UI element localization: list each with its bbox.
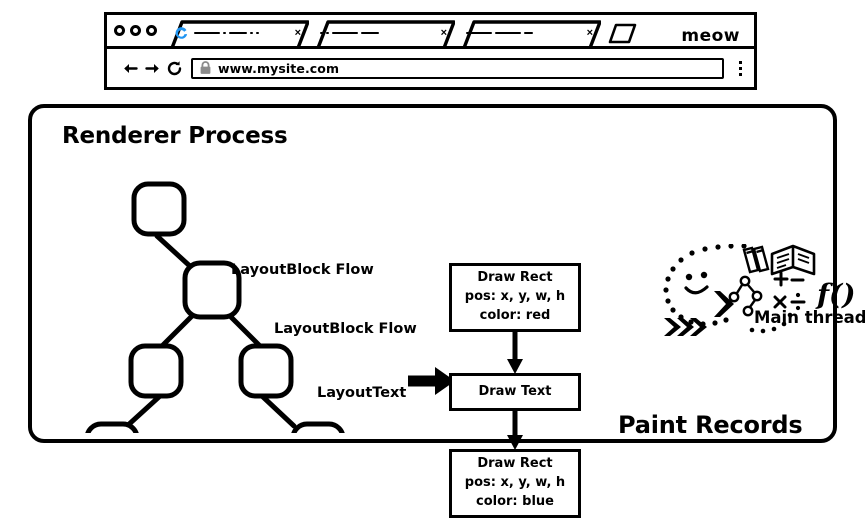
tab-1-close-icon[interactable]: × [294, 26, 301, 39]
tree-node-root [131, 181, 187, 237]
padlock-icon [199, 61, 212, 75]
browser-window: × × [104, 12, 757, 90]
paint-record-line: pos: x, y, w, h [464, 475, 566, 491]
browser-tab-strip: × × [107, 15, 754, 49]
paint-flow-arrow-1 [506, 331, 524, 375]
page-title: Renderer Process [62, 123, 288, 149]
smiley-face-icon [684, 271, 709, 295]
main-thread-illustration: f() [662, 244, 865, 342]
paint-records-heading: Paint Records [618, 411, 803, 439]
tab-2-close-icon[interactable]: × [440, 26, 447, 39]
tree-label-layoutblock-flow-2: LayoutBlock Flow [274, 321, 417, 337]
browser-tab-3[interactable]: × [453, 20, 601, 46]
tabs-area: × × [161, 15, 754, 46]
books-icon [742, 245, 770, 274]
svg-text:f(): f() [815, 278, 856, 311]
browser-tab-1[interactable]: × [161, 20, 309, 46]
node-tree-icon [728, 275, 763, 317]
new-tab-icon[interactable] [603, 23, 637, 44]
tab-2-title [320, 27, 436, 39]
back-arrow-icon[interactable] [119, 57, 141, 79]
paint-record-draw-rect-blue: Draw Rect pos: x, y, w, h color: blue [449, 449, 581, 518]
function-fx-icon: f() [815, 278, 856, 311]
renderer-process-panel: Renderer Process LayoutBlock Flow Layout… [28, 104, 865, 518]
paint-record-line: Draw Rect [477, 270, 553, 286]
main-thread-label: Main thread [754, 308, 865, 327]
paint-record-draw-text: Draw Text [449, 373, 581, 411]
browser-tab-2[interactable]: × [307, 20, 455, 46]
dotted-blob-face-icon [663, 244, 747, 327]
paint-record-line: Draw Text [478, 383, 552, 399]
math-symbols-icon [773, 271, 806, 311]
tree-node-block-2 [128, 343, 184, 399]
paint-record-line: color: red [479, 307, 551, 323]
layout-tree-diagram [82, 168, 402, 433]
right-arrow-icon [408, 366, 456, 396]
tree-label-layoutblock-flow-1: LayoutBlock Flow [231, 262, 374, 278]
reload-icon[interactable] [163, 57, 185, 79]
tree-label-layouttext: LayoutText [317, 385, 407, 401]
paint-record-line: Draw Rect [477, 456, 553, 472]
paint-record-line: color: blue [476, 493, 554, 509]
paint-record-line: pos: x, y, w, h [464, 289, 566, 305]
tree-node-text-2 [291, 421, 345, 433]
forward-arrow-icon[interactable] [141, 57, 163, 79]
chevrons-right-icon [664, 318, 707, 336]
tree-node-block-3 [238, 343, 294, 399]
tree-node-block-1 [182, 260, 242, 320]
browser-toolbar: www.mysite.com [107, 49, 754, 90]
paint-flow-arrow-2 [506, 409, 524, 453]
window-dot-1[interactable] [114, 25, 125, 36]
tree-node-text-1 [85, 421, 139, 433]
tab-3-close-icon[interactable]: × [586, 26, 593, 39]
blue-spinner-favicon [174, 26, 189, 41]
window-dot-2[interactable] [130, 25, 141, 36]
url-value[interactable]: www.mysite.com [218, 60, 340, 76]
tab-1-title [194, 27, 290, 39]
open-book-icon [770, 244, 816, 276]
window-dot-3[interactable] [146, 25, 157, 36]
browser-brand-label: meow [681, 26, 740, 46]
window-controls [107, 25, 157, 36]
kebab-menu-icon[interactable] [732, 57, 748, 79]
url-input[interactable]: www.mysite.com [191, 57, 724, 79]
paint-record-draw-rect-red: Draw Rect pos: x, y, w, h color: red [449, 263, 581, 332]
tab-3-title [466, 27, 582, 39]
